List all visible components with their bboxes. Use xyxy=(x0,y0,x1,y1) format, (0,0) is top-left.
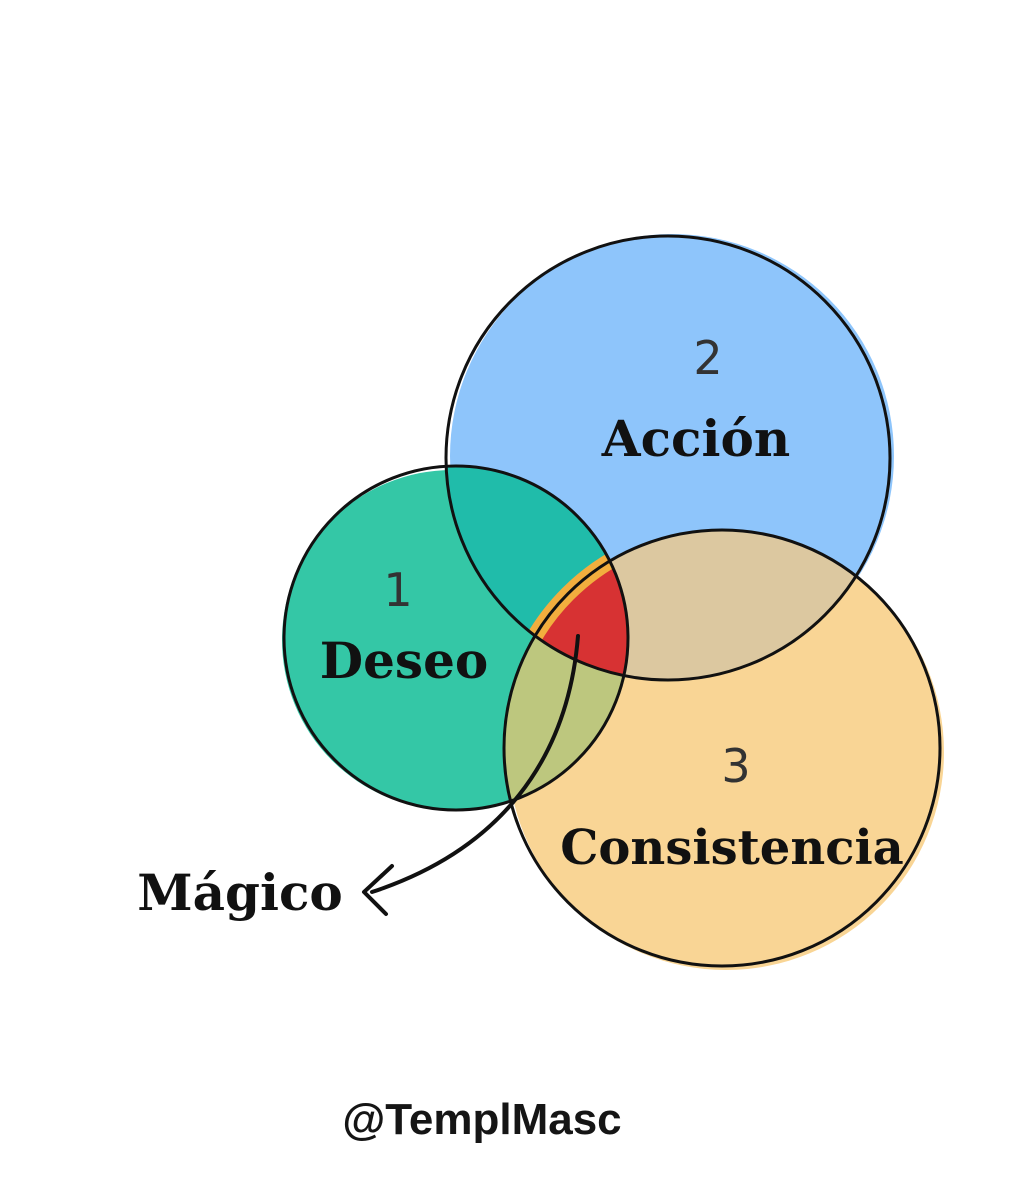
set-2-label: Acción xyxy=(601,409,790,468)
set-3-label: Consistencia xyxy=(560,820,904,876)
callout-arrow xyxy=(370,634,580,894)
set-2-number: 2 xyxy=(693,331,722,385)
set-1-label: Deseo xyxy=(320,631,488,690)
arrow-head-icon xyxy=(362,864,394,916)
consistencia-outline xyxy=(502,528,942,968)
deseo-outline xyxy=(282,464,630,812)
accion-outline xyxy=(444,234,892,682)
magic-region xyxy=(496,522,628,680)
author-credit: @TemplMasc xyxy=(342,1095,621,1144)
callout-label: Mágico xyxy=(137,863,343,922)
set-3-number: 3 xyxy=(721,739,750,793)
set-1-number: 1 xyxy=(383,563,412,617)
magic-intersection xyxy=(496,522,628,680)
